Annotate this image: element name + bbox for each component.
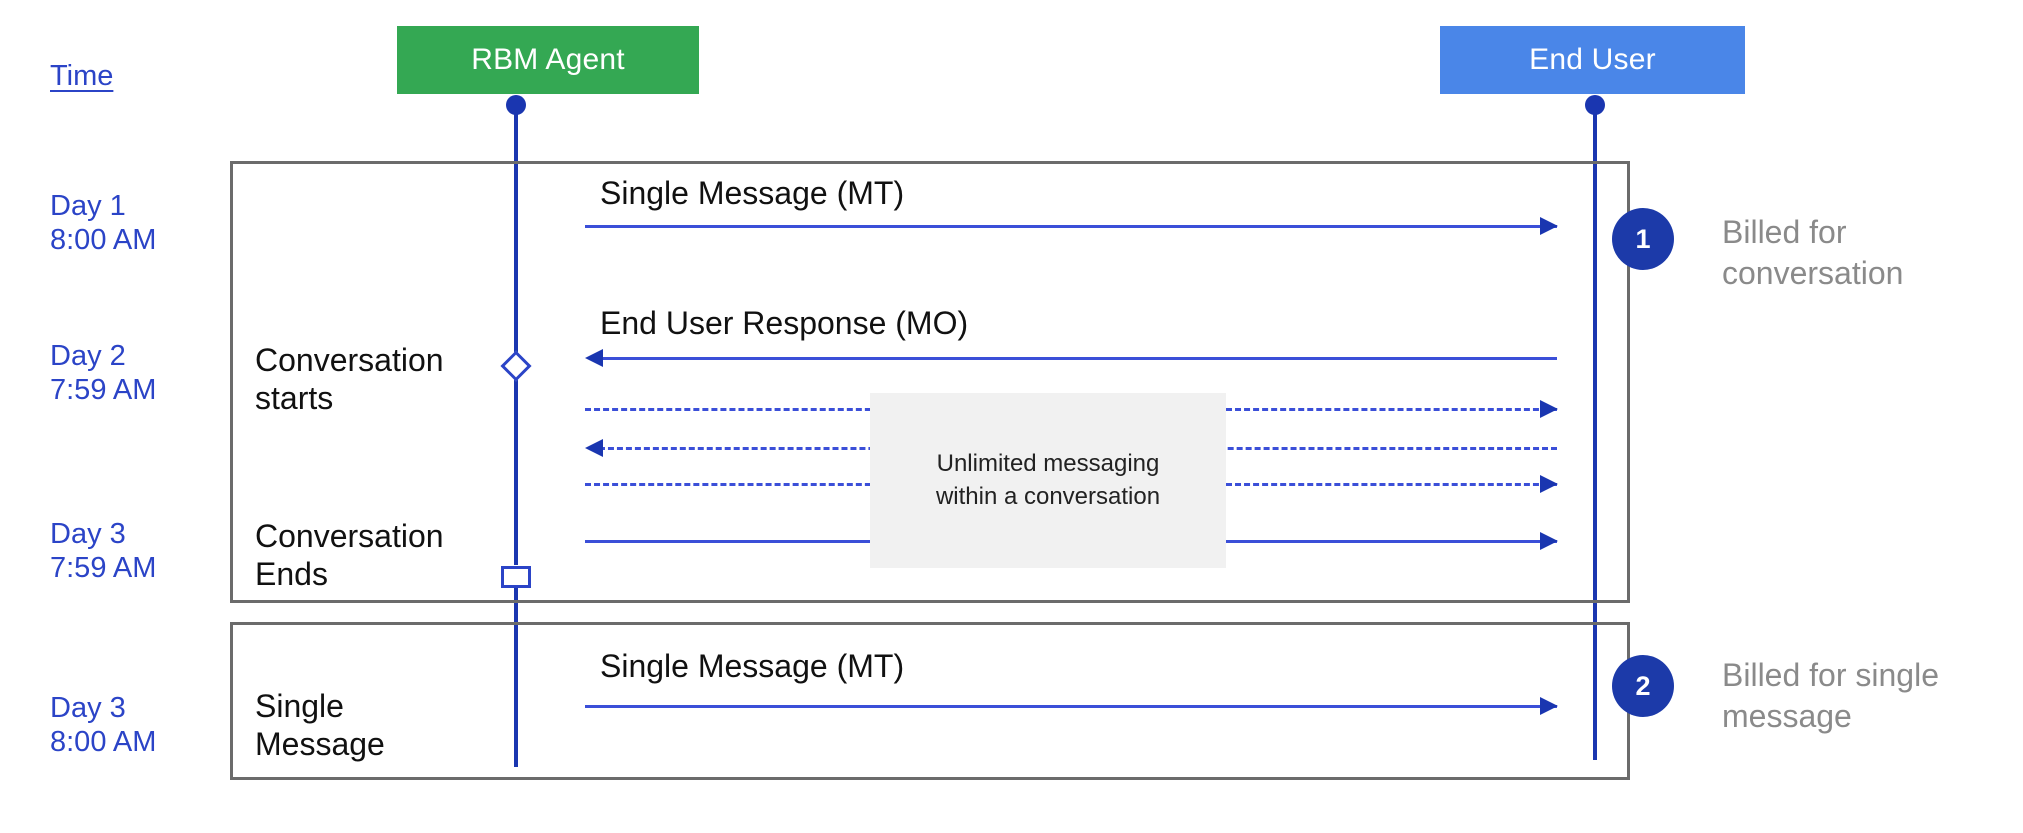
message-arrowhead-left-4 bbox=[585, 439, 603, 457]
lifeline-end-user-lower bbox=[1593, 610, 1597, 760]
message-arrowhead-left-2 bbox=[585, 349, 603, 367]
frame-conversation bbox=[230, 161, 1630, 603]
badge-2-number: 2 bbox=[1635, 670, 1651, 701]
message-line-1 bbox=[585, 225, 1557, 228]
label-conversation-starts: Conversation starts bbox=[255, 342, 444, 416]
time-label-day1: Day 1 8:00 AM bbox=[50, 190, 157, 256]
message-label-single-message-mt-2: Single Message (MT) bbox=[600, 648, 905, 684]
time-label-day2: Day 2 7:59 AM bbox=[50, 340, 157, 406]
note-billed-for-single-message: Billed for single message bbox=[1722, 657, 1939, 734]
note-billed-for-conversation: Billed for conversation bbox=[1722, 214, 1904, 291]
callout-unlimited-messaging: Unlimited messaging within a conversatio… bbox=[870, 393, 1226, 568]
message-arrowhead-right-7 bbox=[1540, 697, 1558, 715]
message-label-end-user-response-mo: End User Response (MO) bbox=[600, 305, 969, 341]
message-arrowhead-right-5 bbox=[1540, 475, 1558, 493]
lifeline-end-user-upper bbox=[1593, 100, 1597, 610]
message-arrowhead-right-6 bbox=[1540, 532, 1558, 550]
lifeline-rbm-agent-upper bbox=[514, 100, 518, 565]
time-label-day3-end: Day 3 7:59 AM bbox=[50, 518, 157, 584]
actor-label-end-user: End User bbox=[1529, 43, 1656, 76]
actor-box-rbm-agent: RBM Agent bbox=[397, 26, 699, 94]
message-label-single-message-mt-1: Single Message (MT) bbox=[600, 175, 905, 211]
message-arrowhead-right-3 bbox=[1540, 400, 1558, 418]
message-line-2 bbox=[590, 357, 1557, 360]
badge-1: 1 bbox=[1612, 208, 1674, 270]
badge-1-number: 1 bbox=[1635, 223, 1651, 254]
frame-single-message bbox=[230, 622, 1630, 780]
time-label-day3-single: Day 3 8:00 AM bbox=[50, 692, 157, 758]
label-conversation-ends: Conversation Ends bbox=[255, 518, 444, 592]
actor-box-end-user: End User bbox=[1440, 26, 1745, 94]
time-column-header: Time bbox=[50, 60, 114, 92]
message-arrowhead-right-1 bbox=[1540, 217, 1558, 235]
lifeline-rbm-agent-lower bbox=[514, 587, 518, 767]
actor-label-rbm-agent: RBM Agent bbox=[471, 43, 625, 76]
callout-text: Unlimited messaging within a conversatio… bbox=[935, 450, 1161, 510]
badge-2: 2 bbox=[1612, 655, 1674, 717]
message-line-7 bbox=[585, 705, 1557, 708]
label-single-message: Single Message bbox=[255, 688, 385, 762]
marker-conversation-end-square bbox=[501, 566, 531, 588]
